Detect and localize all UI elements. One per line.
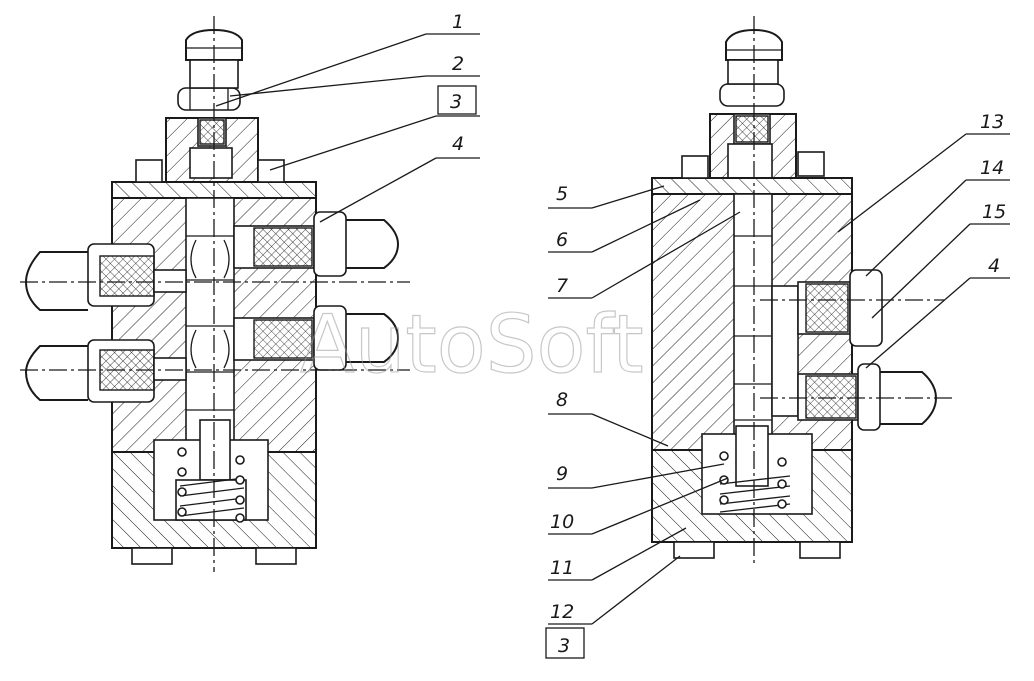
callout-4: 4: [452, 133, 464, 155]
callout-4-right: 4: [988, 255, 1000, 277]
callout-9: 9: [556, 463, 568, 485]
spring-right: [719, 451, 791, 513]
left-view: [20, 16, 410, 572]
right-view: [651, 16, 952, 566]
callout-5: 5: [556, 183, 568, 205]
top-fitting-left: [177, 28, 243, 111]
callout-12: 12: [550, 601, 574, 623]
callout-2: 2: [452, 53, 464, 75]
callout-10: 10: [550, 511, 574, 533]
callout-1: 1: [452, 11, 464, 33]
right-fittings-left-view: [233, 211, 400, 371]
watermark: AutoSoft: [300, 298, 644, 391]
callout-7: 7: [556, 275, 568, 297]
callouts-left: 1 2 3 4: [215, 11, 480, 223]
callout-6: 6: [556, 229, 568, 251]
callout-14: 14: [980, 157, 1004, 179]
callout-11: 11: [550, 557, 574, 579]
callout-3-boxed-right: 3: [558, 635, 570, 657]
callout-15: 15: [982, 201, 1006, 223]
right-fittings-right-view: [797, 269, 938, 431]
spring-left: [177, 447, 245, 523]
callout-13: 13: [980, 111, 1004, 133]
top-fitting-right: [719, 28, 785, 107]
callout-3-boxed: 3: [450, 91, 462, 113]
callout-8: 8: [556, 389, 568, 411]
callouts-right: 5 6 7 8 9 10 11 12 3 13 14 15 4: [545, 111, 1010, 659]
